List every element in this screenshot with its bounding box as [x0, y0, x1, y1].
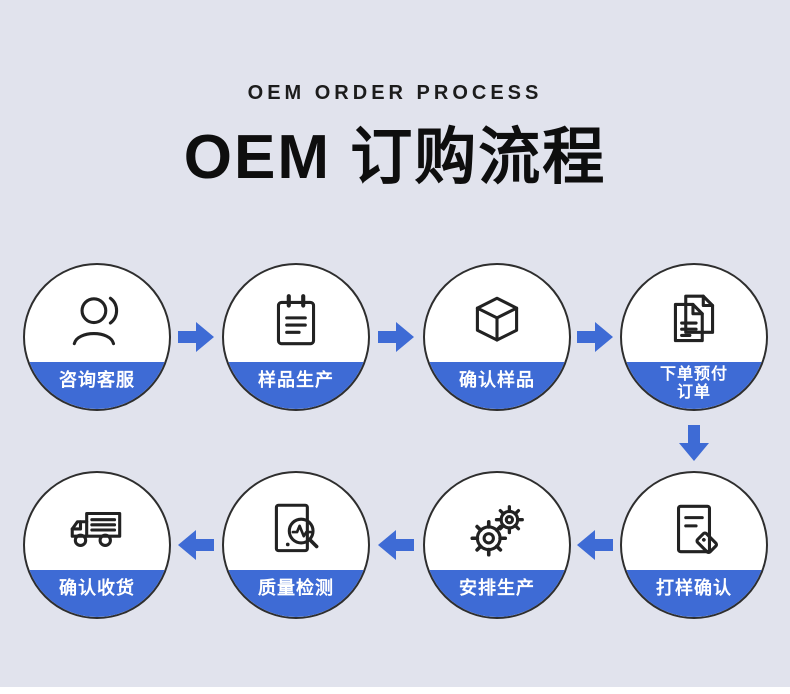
page-title: OEM 订购流程	[183, 123, 607, 192]
step-circle-consult: 咨询客服	[23, 263, 171, 411]
customer-service-icon	[72, 296, 119, 346]
arrow-right-icon	[178, 322, 214, 352]
step-label: 样品生产	[224, 362, 368, 409]
arrow-left-icon	[577, 530, 613, 560]
sample-production-icon	[276, 294, 316, 346]
step-circle-proof-confirm: 打样确认	[620, 471, 768, 619]
arrow-right-icon	[378, 322, 414, 352]
arrow-right-icon	[577, 322, 613, 352]
bottom-strip	[0, 687, 790, 694]
step-label: 安排生产	[425, 570, 569, 617]
quality-inspection-icon	[274, 503, 319, 553]
arrow-left-icon	[378, 530, 414, 560]
step-circle-place-order: 下单预付 订单	[620, 263, 768, 411]
step-circle-confirm-receipt: 确认收货	[23, 471, 171, 619]
step-label: 确认样品	[425, 362, 569, 409]
arrange-production-icon	[470, 505, 524, 557]
step-circle-arrange-production: 安排生产	[423, 471, 571, 619]
step-label: 确认收货	[25, 570, 169, 617]
poster-subtitle: OEM ORDER PROCESS	[247, 82, 543, 104]
step-label: 质量检测	[224, 570, 368, 617]
step-label: 下单预付 订单	[622, 362, 766, 409]
proof-confirm-icon	[676, 504, 719, 555]
step-circle-sample-production: 样品生产	[222, 263, 370, 411]
step-circle-quality-inspection: 质量检测	[222, 471, 370, 619]
place-order-icon	[673, 294, 715, 343]
step-label: 打样确认	[622, 570, 766, 617]
step-circle-confirm-sample: 确认样品	[423, 263, 571, 411]
confirm-receipt-icon	[70, 511, 122, 548]
confirm-sample-icon	[475, 296, 519, 342]
arrow-down-icon	[679, 425, 709, 461]
arrow-left-icon	[178, 530, 214, 560]
step-label: 咨询客服	[25, 362, 169, 409]
